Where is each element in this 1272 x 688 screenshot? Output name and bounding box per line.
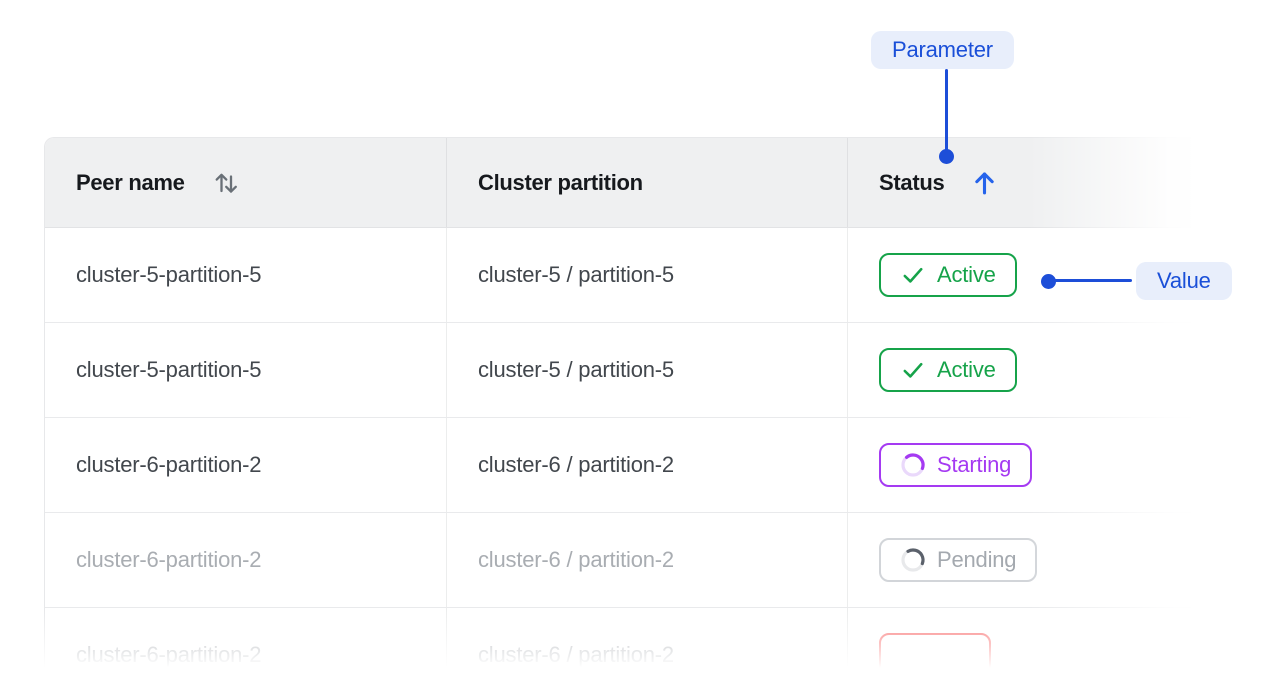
status-cell: Active bbox=[848, 323, 1191, 417]
parameter-annotation-chip: Parameter bbox=[871, 31, 1014, 69]
table-row: cluster-6-partition-2 cluster-6 / partit… bbox=[45, 418, 1191, 513]
table-header-row: Peer name Cluster partition Status bbox=[45, 138, 1191, 228]
column-header-status[interactable]: Status bbox=[848, 138, 1191, 227]
parameter-connector-line bbox=[945, 69, 948, 151]
status-badge-starting: Starting bbox=[879, 443, 1033, 487]
peer-name-cell: cluster-6-partition-2 bbox=[45, 513, 447, 607]
status-cell: Active bbox=[848, 228, 1191, 322]
status-cell bbox=[848, 608, 1191, 688]
parameter-connector-dot bbox=[939, 149, 954, 164]
column-header-label: Peer name bbox=[76, 169, 185, 195]
table-row: cluster-5-partition-5 cluster-5 / partit… bbox=[45, 323, 1191, 418]
column-header-label: Status bbox=[879, 169, 945, 195]
peer-name-cell: cluster-5-partition-5 bbox=[45, 228, 447, 322]
cluster-partition-cell: cluster-6 / partition-2 bbox=[447, 418, 848, 512]
status-badge-active: Active bbox=[879, 348, 1017, 392]
value-annotation-chip: Value bbox=[1136, 262, 1232, 300]
sort-arrows-icon[interactable] bbox=[211, 168, 241, 198]
cluster-partition-cell: cluster-5 / partition-5 bbox=[447, 323, 848, 417]
status-cell: Starting bbox=[848, 418, 1191, 512]
peer-name-cell: cluster-6-partition-2 bbox=[45, 608, 447, 688]
table-row: cluster-6-partition-2 cluster-6 / partit… bbox=[45, 608, 1191, 688]
peer-name-cell: cluster-5-partition-5 bbox=[45, 323, 447, 417]
cluster-partition-cell: cluster-5 / partition-5 bbox=[447, 228, 848, 322]
arrow-up-icon[interactable] bbox=[970, 168, 999, 197]
check-icon bbox=[900, 357, 926, 383]
column-header-peer-name[interactable]: Peer name bbox=[45, 138, 447, 227]
column-header-label: Cluster partition bbox=[478, 169, 643, 195]
status-badge-label: Active bbox=[937, 262, 996, 287]
cluster-partition-cell: cluster-6 / partition-2 bbox=[447, 608, 848, 688]
value-connector-line bbox=[1048, 279, 1132, 282]
status-badge-error bbox=[879, 633, 991, 677]
status-badge-label: Starting bbox=[937, 452, 1012, 477]
spinner-icon bbox=[900, 452, 926, 478]
status-badge-active: Active bbox=[879, 253, 1017, 297]
column-header-cluster-partition[interactable]: Cluster partition bbox=[447, 138, 848, 227]
spinner-icon bbox=[900, 547, 926, 573]
status-badge-label: Pending bbox=[937, 547, 1017, 572]
cluster-partition-cell: cluster-6 / partition-2 bbox=[447, 513, 848, 607]
status-badge-label: Active bbox=[937, 357, 996, 382]
status-cell: Pending bbox=[848, 513, 1191, 607]
status-badge-pending: Pending bbox=[879, 538, 1038, 582]
peers-table: Peer name Cluster partition Status bbox=[44, 137, 1191, 688]
table-row: cluster-5-partition-5 cluster-5 / partit… bbox=[45, 228, 1191, 323]
peer-name-cell: cluster-6-partition-2 bbox=[45, 418, 447, 512]
check-icon bbox=[900, 262, 926, 288]
table-row: cluster-6-partition-2 cluster-6 / partit… bbox=[45, 513, 1191, 608]
